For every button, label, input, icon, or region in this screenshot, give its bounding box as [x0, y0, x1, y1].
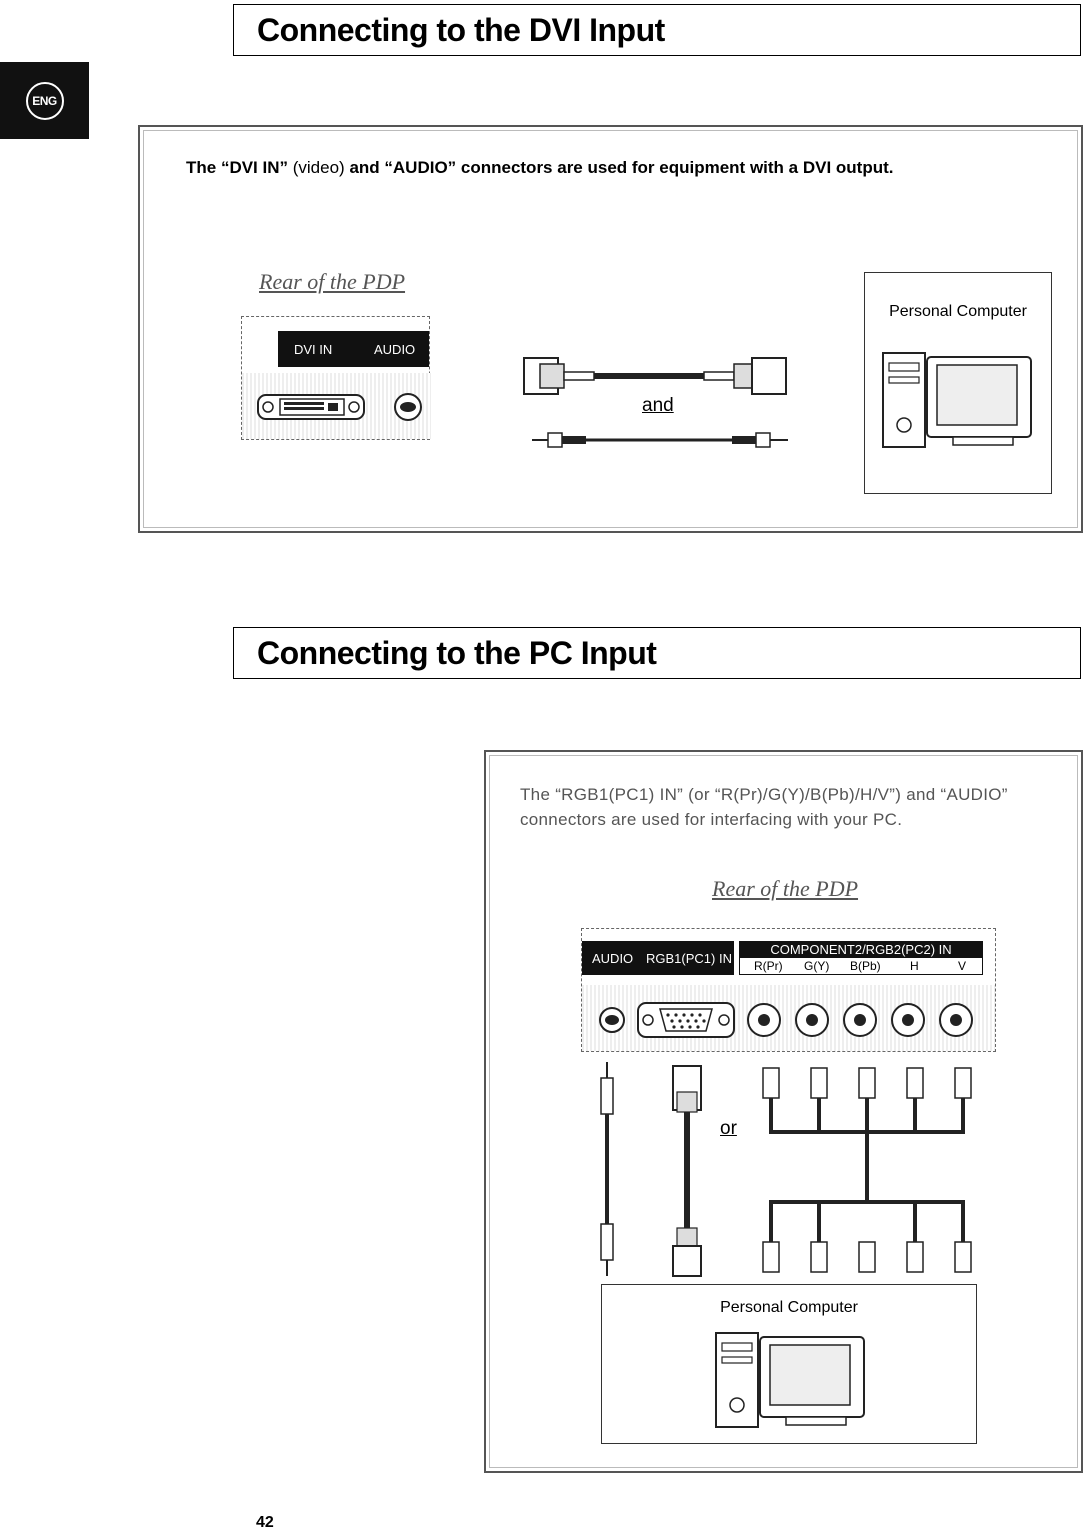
- pc-rear-label: Rear of the PDP: [712, 876, 859, 901]
- b-port-label: B(Pb): [850, 959, 881, 973]
- pc-cables-icon: [600, 1062, 972, 1277]
- computer-icon: [882, 352, 1032, 448]
- rgb1-port-label: RGB1(PC1) IN: [646, 950, 732, 966]
- dvi-section-header: Connecting to the DVI Input: [233, 4, 1081, 56]
- dvi-port-icon: [257, 393, 422, 421]
- dvi-pc-label: Personal Computer: [889, 303, 1027, 320]
- pc-ports-icon: [599, 1002, 973, 1038]
- pc-panel: The “RGB1(PC1) IN” (or “R(Pr)/G(Y)/B(Pb)…: [484, 750, 1083, 1473]
- audio-port-label: AUDIO: [374, 341, 416, 357]
- language-tab: ENG: [0, 62, 89, 139]
- dvi-in-port-label: DVI IN: [294, 341, 333, 357]
- page-number: 42: [256, 1514, 274, 1531]
- dvi-section-title: Connecting to the DVI Input: [257, 11, 665, 48]
- pc-intro-line-1: The “RGB1(PC1) IN” (or “R(Pr)/G(Y)/B(Pb)…: [520, 785, 1008, 804]
- h-port-label: H: [910, 959, 919, 973]
- r-port-label: R(Pr): [754, 959, 783, 973]
- g-port-label: G(Y): [804, 959, 830, 973]
- pc-computer-label: Personal Computer: [720, 1299, 858, 1316]
- pc-section-header: Connecting to the PC Input: [233, 627, 1081, 679]
- dvi-intro-bold-1: The “DVI IN”: [186, 158, 289, 177]
- dvi-pc-box: Personal Computer: [864, 272, 1052, 494]
- computer-icon-2: [715, 1332, 865, 1428]
- dvi-intro-text: The “DVI IN” (video) and “AUDIO” connect…: [186, 155, 1066, 180]
- dvi-cable-icon: [523, 357, 787, 395]
- dvi-intro-normal: (video): [288, 158, 350, 177]
- dvi-panel: The “DVI IN” (video) and “AUDIO” connect…: [138, 125, 1083, 533]
- pc-or-label: or: [720, 1118, 737, 1139]
- component-group-label: COMPONENT2/RGB2(PC2) IN: [740, 942, 982, 958]
- pc-port-label-bar-left: AUDIO RGB1(PC1) IN: [582, 941, 734, 975]
- dvi-port-label-bar: DVI IN AUDIO: [278, 331, 429, 367]
- dvi-and-label: and: [642, 395, 674, 416]
- dvi-rear-label: Rear of the PDP: [259, 269, 406, 294]
- component-label-box: COMPONENT2/RGB2(PC2) IN R(Pr) G(Y) B(Pb)…: [739, 941, 983, 975]
- pc-rear-panel: AUDIO RGB1(PC1) IN COMPONENT2/RGB2(PC2) …: [581, 928, 996, 1052]
- pc-audio-port-label: AUDIO: [592, 950, 634, 966]
- dvi-rear-panel: DVI IN AUDIO: [241, 316, 431, 440]
- language-badge: ENG: [25, 81, 64, 120]
- v-port-label: V: [958, 959, 967, 973]
- pc-intro-line-2: connectors are used for interfacing with…: [520, 810, 903, 829]
- pc-section-title: Connecting to the PC Input: [257, 634, 657, 671]
- audio-cable-icon: [532, 432, 788, 448]
- component-sub-labels: R(Pr) G(Y) B(Pb) H V: [740, 958, 982, 974]
- dvi-intro-bold-2: and “AUDIO” connectors are used for equi…: [349, 158, 894, 177]
- pc-computer-box: Personal Computer: [601, 1284, 977, 1444]
